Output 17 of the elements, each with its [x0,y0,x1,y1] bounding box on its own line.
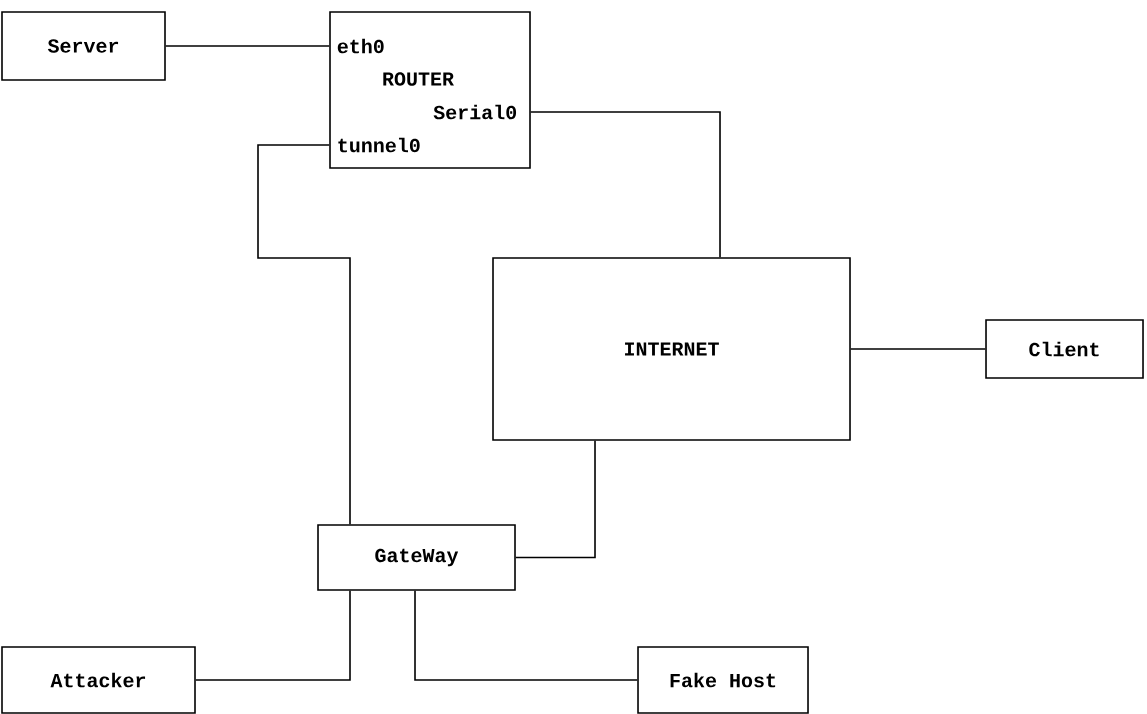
device-name: ROUTER [383,72,454,86]
box-label: Fake Host [637,646,809,714]
interface-label: Serial0 [433,104,517,120]
box-label: Attacker [1,646,196,714]
interface-label: eth0 [337,38,384,54]
connector-line [530,111,721,258]
connector-line [515,440,596,559]
box-label: Client [985,319,1144,379]
connector-line [195,590,351,681]
connector-line [165,45,330,47]
connector-line [414,590,638,681]
box-label: INTERNET [492,257,851,441]
box-label: Server [1,11,166,81]
connector-line [850,348,986,350]
interface-label: tunnel0 [338,137,420,153]
box-label: GateWay [317,524,516,591]
connector-line [257,144,351,525]
